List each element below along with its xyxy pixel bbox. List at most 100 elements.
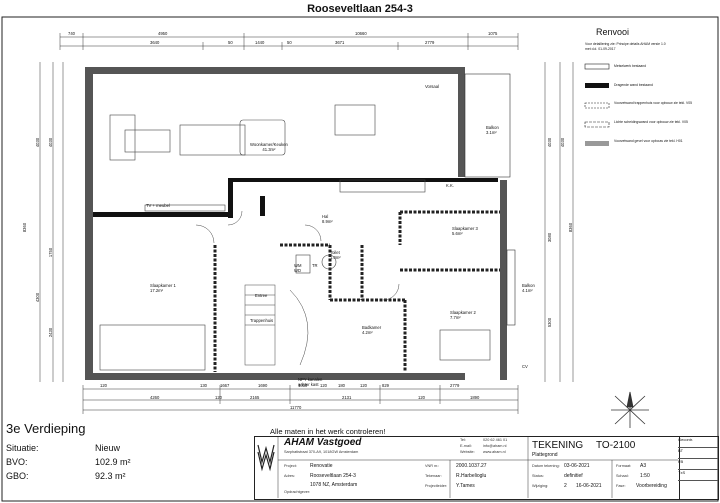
balcony-1 (464, 73, 511, 178)
bvo-label: BVO: (6, 457, 28, 467)
drawing-sub: Plattegrond (532, 452, 558, 458)
vnr-label: VNR nr.: (425, 464, 440, 468)
legend-swatches (584, 63, 610, 146)
dim-right-5: 5300 (547, 317, 553, 328)
label-kk: K.K. (446, 183, 454, 188)
tel-value: 020 62 461 01 (483, 438, 508, 442)
web-label: Website: (460, 450, 475, 454)
legend-item-2: Dragende wand bestaand (614, 83, 653, 87)
dim-top-4: 1075 (488, 31, 498, 36)
doors (195, 210, 400, 301)
dim-bot-3: 1690 (258, 383, 268, 388)
label-cv: CV (522, 364, 528, 369)
tekenaar-value: R.Harbelioglu (456, 473, 487, 479)
dim-left-3: 8360 (22, 222, 28, 233)
situatie-label: Situatie: (6, 443, 39, 453)
tekenaar-label: Tekenaar: (425, 474, 442, 478)
dim-right-3: 8360 (568, 222, 574, 233)
dim-left-4: 1750 (48, 247, 54, 258)
dim-bot-15: 120 (215, 395, 222, 400)
wijziging-date: 16-06-2021 (576, 483, 602, 489)
status-value: definitief (564, 473, 583, 479)
dim-top-10: 50 (287, 40, 292, 45)
projectleider-value: Y.Tames (456, 483, 475, 489)
dimension-lines-left (39, 62, 64, 382)
schaal-value: 1:50 (640, 473, 650, 479)
revision-table: Gecontr. BT FB TxS (678, 436, 719, 500)
titleblock-lines (277, 436, 678, 498)
north-arrow-icon (611, 391, 649, 428)
dim-top-7: 3671 (335, 40, 345, 45)
dim-left-1: 4030 (35, 137, 41, 148)
gbo-value: 92.3 m² (95, 471, 126, 481)
status-label: Status: (532, 474, 544, 478)
dim-right-2: 4030 (560, 137, 566, 148)
dim-bot-12: 2165 (250, 395, 260, 400)
dim-left-5: 4300 (35, 292, 41, 303)
fase-label: Fase: (616, 484, 626, 488)
dimension-lines-top (59, 33, 519, 50)
wijziging-label: Wijziging: (532, 484, 549, 488)
drawing-number: TO-2100 (596, 440, 636, 451)
rev-header: Gecontr. (678, 437, 718, 448)
dim-bot-2: 1667 (220, 383, 230, 388)
exterior-walls (85, 67, 507, 380)
fase-value: Voorbereiding (636, 483, 667, 489)
balcony-2 (506, 249, 516, 326)
legend-item-4: Lichte scheidingswand voor opbouw zie te… (614, 120, 688, 124)
project-value: Renovatie (310, 463, 333, 469)
email-label: E-mail: (460, 444, 472, 448)
legend-item-5: Voorzetwand gevel voor opbouw zie tekl. … (614, 139, 683, 143)
label-entree: Entree (255, 293, 268, 298)
label-tr: TR (312, 263, 318, 268)
web-value: www.aham.nl (483, 450, 506, 454)
dim-top-6: 1440 (255, 40, 265, 45)
dim-left-6: 2430 (48, 327, 54, 338)
legend-note-2: met d.d. 01-09-2017 (585, 47, 616, 51)
label-wm: WM (294, 263, 302, 268)
company-name: AHAM Vastgoed (284, 437, 362, 448)
aham-logo (257, 444, 275, 472)
dim-right-1: 4030 (547, 137, 553, 148)
tel-label: Tel: (460, 438, 466, 442)
dim-top-5: 3640 (150, 40, 160, 45)
label-vorsaal: Vorsaal (425, 84, 439, 89)
opdrachtgever-label: Opdrachtgever: (284, 490, 311, 494)
rev-2: FB (678, 459, 718, 470)
email-value: info@aham.nl (483, 444, 507, 448)
dim-top-8: 2779 (425, 40, 435, 45)
dim-top-3: 10660 (355, 31, 367, 36)
furniture (99, 104, 491, 371)
formaat-value: A3 (640, 463, 647, 469)
dim-bot-9: 120 (320, 383, 327, 388)
drawing-title: Rooseveltlaan 254-3 (307, 3, 413, 15)
dim-bot-6: 829 (382, 383, 389, 388)
gbo-label: GBO: (6, 471, 29, 481)
partition-walls (213, 210, 500, 372)
rev-1: BT (678, 448, 718, 459)
dim-right-4: 3080 (547, 232, 553, 243)
dimension-lines-bottom (82, 385, 519, 414)
dim-top-2: 4950 (158, 31, 168, 36)
dim-bot-11: 4260 (150, 395, 160, 400)
dim-top-9: 50 (228, 40, 233, 45)
dim-bot-total: 11770 (290, 405, 302, 410)
dim-bot-7: 2779 (450, 383, 460, 388)
dimension-lines-right (544, 62, 574, 382)
label-trappenhuis: Trappenhuis (250, 318, 274, 323)
title-block (254, 436, 680, 500)
label-tv: TV + meubel (146, 203, 170, 208)
company-address: Sarphatistraat 370-A9, 1018GW Amsterdam (284, 450, 359, 454)
drawing-label: TEKENING (532, 440, 584, 451)
datum-value: 03-06-2021 (564, 463, 590, 469)
